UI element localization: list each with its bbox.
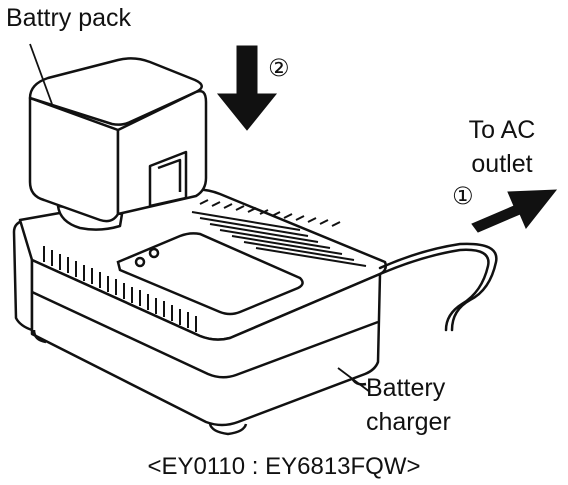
power-cord [378, 242, 498, 332]
step-1-marker: ① [452, 182, 474, 210]
charger-battery-recess [116, 232, 304, 316]
battery-pack [28, 57, 208, 231]
charger-top-vents [191, 199, 367, 267]
charger-left-vents [43, 246, 197, 332]
step-2-marker: ② [268, 54, 290, 82]
model-number-caption: <EY0110 : EY6813FQW> [147, 453, 421, 480]
leader-lines [29, 43, 371, 393]
battery-pack-label: Battry pack [6, 4, 132, 32]
battery-pack-leader [29, 43, 53, 105]
battery-charger-leader [337, 367, 371, 393]
battery-charger [12, 188, 388, 436]
ac-outlet-label-line1: To AC [468, 116, 536, 144]
arrow-down-icon [216, 45, 278, 131]
battery-charger-label-line2: charger [366, 408, 451, 436]
ac-outlet-label-line2: outlet [471, 150, 533, 178]
arrow-up-right-icon [471, 189, 558, 233]
battery-charger-label-line1: Battery [366, 374, 446, 402]
